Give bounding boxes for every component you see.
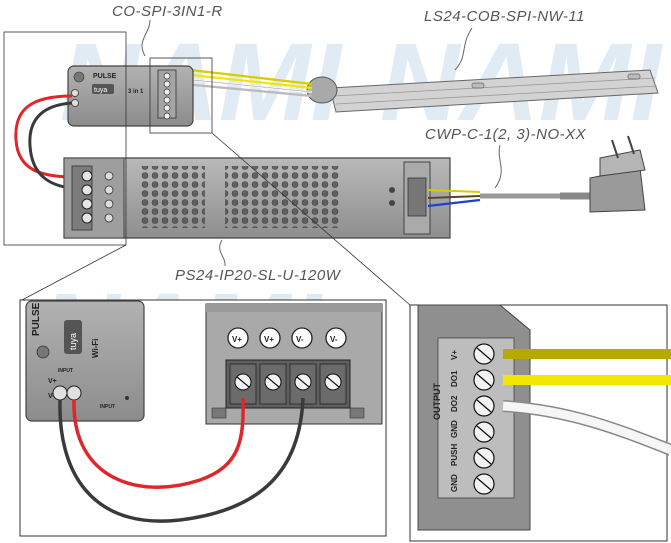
detail-input-label-2: INPUT bbox=[100, 404, 115, 410]
top-brand-text: PULSE bbox=[93, 73, 117, 80]
top-app-text: tuya bbox=[94, 87, 107, 94]
detail-app-text: tuya bbox=[68, 333, 78, 350]
led-strip bbox=[172, 66, 659, 113]
controller-leader-line bbox=[141, 19, 151, 57]
detail-input-plus: V+ bbox=[48, 378, 57, 385]
top-controller: PULSE tuya 3 in 1 bbox=[67, 65, 194, 127]
zoom-line-right bbox=[211, 132, 411, 306]
power-supply bbox=[63, 157, 451, 239]
output-pin-5: PUSH bbox=[450, 444, 459, 466]
strip-model-label: LS24-COB-SPI-NW-11 bbox=[424, 8, 585, 25]
top-mode-text: 3 in 1 bbox=[128, 89, 144, 95]
detail-black-wire bbox=[58, 397, 305, 523]
output-pin-2: DO1 bbox=[450, 370, 459, 387]
output-pin-4: GND bbox=[450, 420, 459, 438]
output-pin-6: GND bbox=[450, 474, 459, 492]
detail-input-label: INPUT bbox=[58, 368, 73, 374]
output-title: OUTPUT bbox=[432, 383, 442, 421]
strip-leader-line bbox=[454, 27, 473, 71]
detail-input-minus: V- bbox=[48, 393, 55, 400]
top-red-wire bbox=[14, 94, 83, 179]
detail-panel-output: OUTPUT V+ DO1 DO2 GND PUSH GND bbox=[409, 304, 671, 542]
top-zoom-frame bbox=[149, 57, 213, 134]
detail-red-wire bbox=[72, 397, 245, 489]
psu-zoom-frame bbox=[3, 31, 127, 246]
detail-brand-text: PULSE bbox=[31, 302, 42, 336]
top-black-wire bbox=[28, 101, 83, 191]
detail-panel-power: PULSE tuya Wi-Fi INPUT V+ V- INPUT V+ V+… bbox=[19, 299, 387, 537]
psu-term-label-1: V+ bbox=[232, 335, 242, 344]
mains-plug bbox=[589, 135, 646, 213]
controller-model-label: CO-SPI-3IN1-R bbox=[112, 3, 223, 20]
zoom-line-left bbox=[21, 244, 127, 301]
psu-term-label-4: V- bbox=[330, 335, 338, 344]
output-pin-3: DO2 bbox=[450, 395, 459, 412]
cable-leader-line bbox=[494, 144, 502, 189]
psu-model-label: PS24-IP20-SL-U-120W bbox=[175, 267, 342, 284]
output-pin-1: V+ bbox=[450, 350, 459, 360]
detail-wireless-text: Wi-Fi bbox=[91, 339, 100, 358]
cable-model-label: CWP-C-1(2, 3)-NO-XX bbox=[425, 126, 587, 143]
psu-term-label-2: V+ bbox=[264, 335, 274, 344]
psu-term-label-3: V- bbox=[296, 335, 304, 344]
mains-cable bbox=[427, 189, 590, 208]
psu-leader-line bbox=[219, 239, 226, 267]
output-wire-white bbox=[502, 401, 671, 455]
